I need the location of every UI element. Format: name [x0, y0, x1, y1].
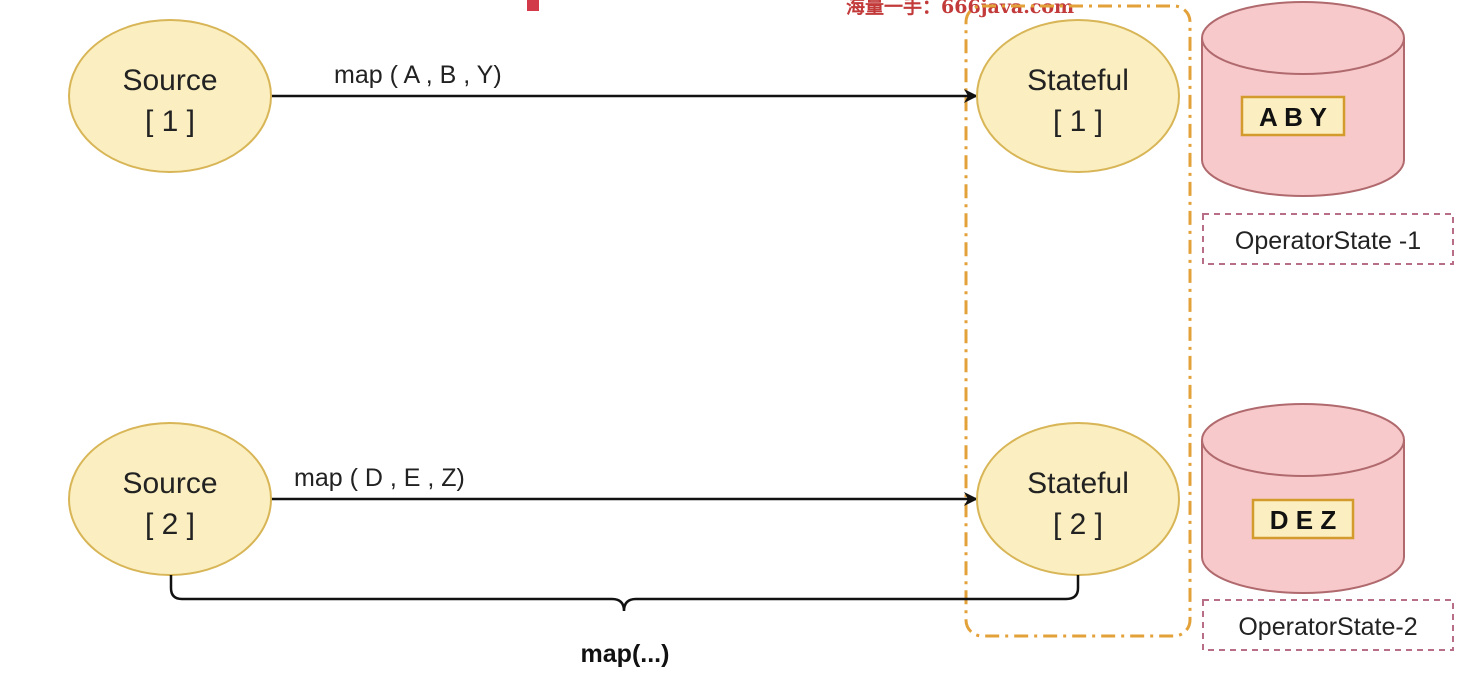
state-store-2: D E Z — [1201, 403, 1405, 594]
state1-content-box — [1240, 95, 1346, 137]
caption2-text: OperatorState-2 — [1238, 613, 1417, 641]
brace-label: map(...) — [581, 640, 670, 668]
state2-content: D E Z — [1270, 505, 1337, 535]
source2-line2: [ 2 ] — [145, 508, 195, 541]
state2-content-box — [1251, 498, 1355, 540]
watermark-text: 海量一手：666java.com — [846, 0, 1074, 18]
source-node-2: Source [ 2 ] — [68, 422, 272, 576]
source1-line2: [ 1 ] — [145, 105, 195, 138]
operator-state-caption-1: OperatorState -1 — [1202, 213, 1454, 265]
red-marker — [527, 0, 539, 11]
stateful-node-1: Stateful [ 1 ] — [976, 19, 1180, 173]
stateful1-line2: [ 1 ] — [1053, 105, 1103, 138]
stateful1-line1: Stateful — [1027, 64, 1129, 97]
operator-state-caption-2: OperatorState-2 — [1202, 599, 1454, 651]
edge1-label: map ( A , B , Y) — [334, 61, 502, 89]
source1-line1: Source — [122, 64, 217, 97]
stateful-operator-group — [964, 4, 1192, 638]
state-store-1: A B Y — [1201, 1, 1405, 197]
edge2-label: map ( D , E , Z) — [294, 464, 465, 492]
state1-content: A B Y — [1259, 102, 1327, 132]
bottom-brace — [169, 575, 1080, 612]
stateful2-line1: Stateful — [1027, 467, 1129, 500]
source-node-1: Source [ 1 ] — [68, 19, 272, 173]
stateful2-line2: [ 2 ] — [1053, 508, 1103, 541]
source2-line1: Source — [122, 467, 217, 500]
caption1-text: OperatorState -1 — [1235, 227, 1421, 255]
stateful-node-2: Stateful [ 2 ] — [976, 422, 1180, 576]
